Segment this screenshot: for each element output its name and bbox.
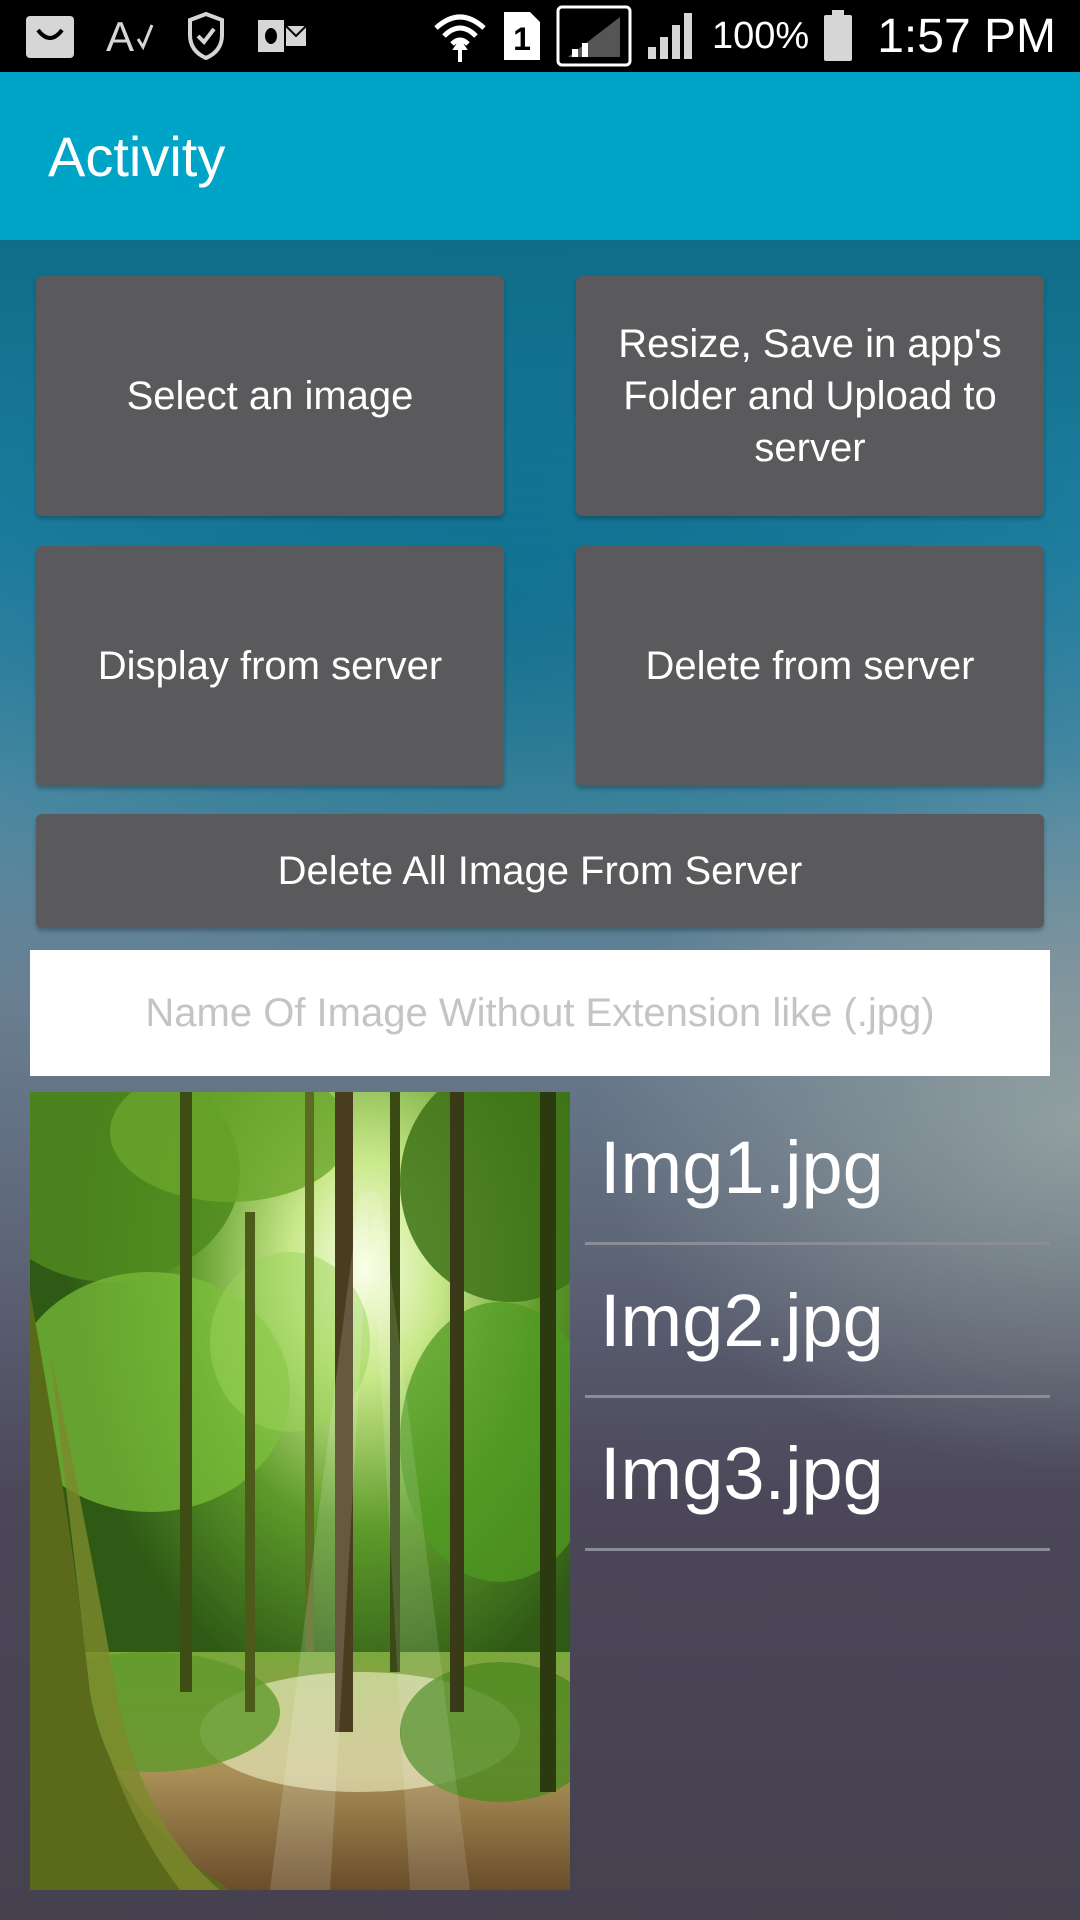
status-left-icons: A <box>24 11 308 61</box>
signal-icon <box>556 5 632 67</box>
image-name-input[interactable] <box>30 950 1050 1076</box>
spellcheck-icon: A <box>106 11 156 61</box>
outlook-icon <box>256 14 308 58</box>
wifi-icon <box>432 8 488 64</box>
bag-icon <box>24 12 76 60</box>
app-bar: Activity <box>0 72 1080 240</box>
forest-image <box>30 1092 570 1890</box>
battery-percent: 100% <box>712 14 810 57</box>
signal-icon <box>646 11 698 61</box>
svg-text:A: A <box>106 13 134 60</box>
display-from-server-button[interactable]: Display from server <box>36 546 504 786</box>
list-item[interactable]: Img2.jpg <box>585 1245 1050 1398</box>
delete-all-images-button[interactable]: Delete All Image From Server <box>36 814 1044 928</box>
page-title: Activity <box>48 124 226 188</box>
status-bar: A <box>0 0 1080 72</box>
sim-one-icon: 1 <box>502 10 542 62</box>
battery-icon <box>823 10 853 62</box>
status-right-icons: 1 100% 1:57 PM <box>432 5 1056 67</box>
list-item[interactable]: Img1.jpg <box>585 1092 1050 1245</box>
list-item[interactable]: Img3.jpg <box>585 1398 1050 1551</box>
clock: 1:57 PM <box>877 9 1056 63</box>
resize-save-upload-button[interactable]: Resize, Save in app's Folder and Upload … <box>576 276 1044 516</box>
shield-check-icon <box>186 11 226 61</box>
delete-from-server-button[interactable]: Delete from server <box>576 546 1044 786</box>
file-list: Img1.jpg Img2.jpg Img3.jpg <box>585 1092 1050 1551</box>
select-image-button[interactable]: Select an image <box>36 276 504 516</box>
svg-text:1: 1 <box>513 21 531 57</box>
